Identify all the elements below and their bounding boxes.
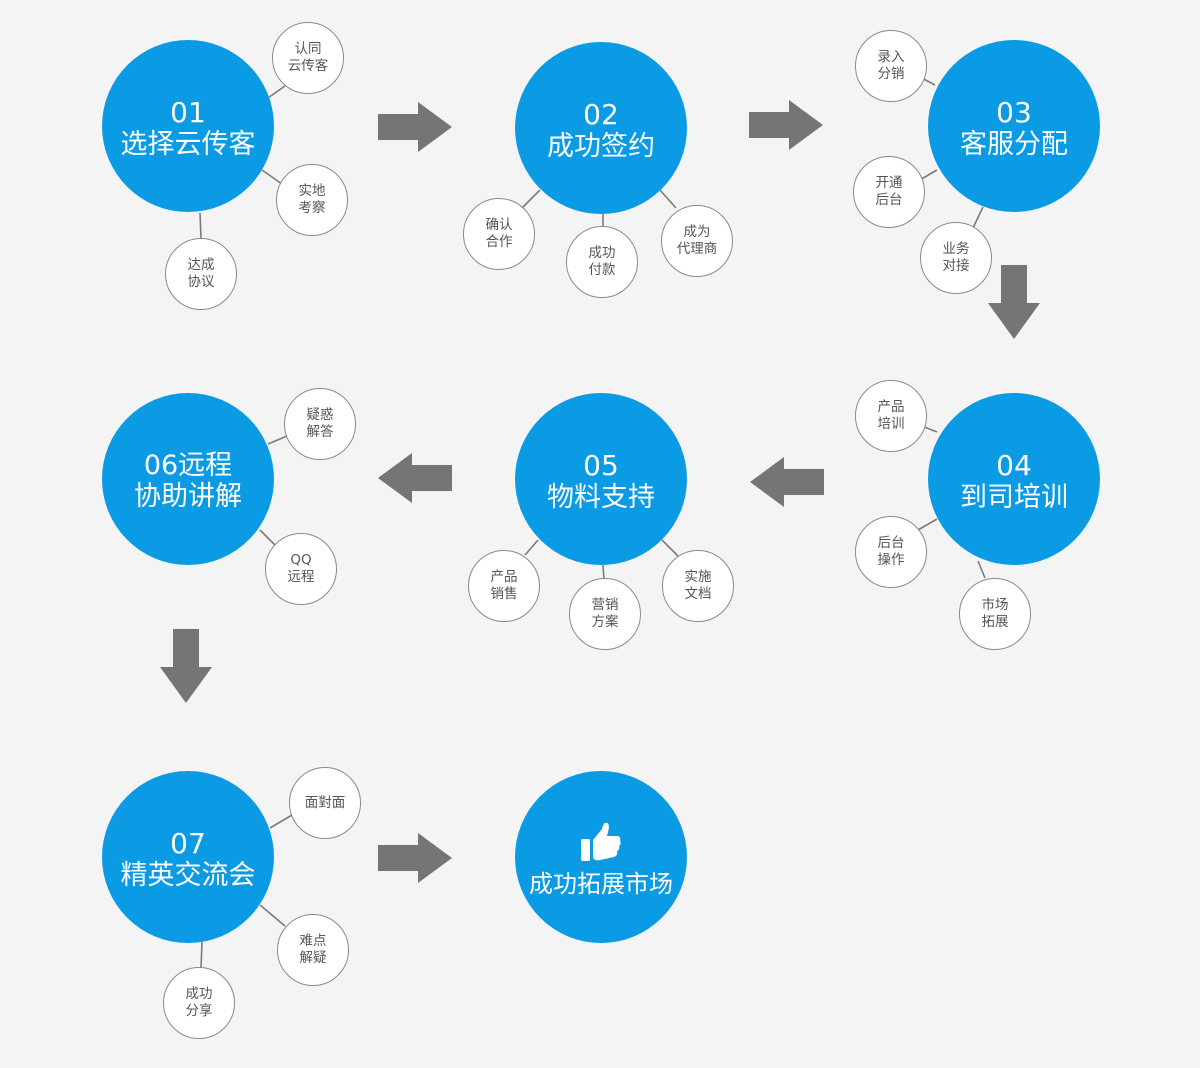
- step-07-sub-3: 成功分享: [163, 967, 235, 1039]
- step-number: 02: [583, 97, 619, 131]
- step-01-circle: 01 选择云传客: [102, 40, 274, 212]
- step-03-circle: 03 客服分配: [928, 40, 1100, 212]
- step-04-circle: 04 到司培训: [928, 393, 1100, 565]
- arrow-left-icon: [378, 453, 452, 503]
- arrow-right-icon: [378, 102, 452, 152]
- step-06-sub-1: 疑惑解答: [284, 388, 356, 460]
- connector: [977, 560, 986, 579]
- connector: [972, 206, 984, 229]
- connector: [267, 435, 288, 445]
- step-title: 成功签约: [547, 130, 655, 162]
- connector: [200, 941, 203, 969]
- connector: [917, 518, 938, 531]
- connector: [659, 189, 677, 209]
- step-07-sub-2: 难点解疑: [277, 914, 349, 986]
- connector: [269, 814, 293, 829]
- step-05-circle: 05 物料支持: [515, 393, 687, 565]
- step-03-sub-2: 开通后台: [853, 156, 925, 228]
- step-title: 客服分配: [960, 128, 1068, 160]
- step-title: 到司培训: [960, 481, 1068, 513]
- step-01-sub-1: 认同云传客: [272, 22, 344, 94]
- step-02-sub-2: 成功付款: [566, 226, 638, 298]
- arrow-right-icon: [378, 833, 452, 883]
- step-02-sub-3: 成为代理商: [661, 205, 733, 277]
- step-number: 04: [996, 448, 1032, 482]
- step-title-line-2: 协助讲解: [134, 481, 242, 512]
- step-number: 07: [170, 826, 206, 860]
- thumbs-up-icon: [581, 822, 621, 861]
- arrow-left-icon: [750, 457, 824, 507]
- step-02-sub-1: 确认合作: [463, 198, 535, 270]
- final-circle: 成功拓展市场: [515, 771, 687, 943]
- connector: [199, 212, 202, 239]
- step-03-sub-3: 业务对接: [920, 222, 992, 294]
- connector: [521, 189, 541, 209]
- connector: [524, 539, 539, 556]
- step-title-line-1: 06远程: [143, 450, 233, 481]
- step-04-sub-2: 后台操作: [855, 516, 927, 588]
- step-02-circle: 02 成功签约: [515, 42, 687, 214]
- step-07-sub-1: 面對面: [289, 767, 361, 839]
- arrow-down-icon: [160, 629, 212, 703]
- connector: [259, 904, 286, 927]
- arrow-right-icon: [749, 100, 823, 150]
- step-05-sub-1: 产品销售: [468, 550, 540, 622]
- step-05-sub-3: 实施文档: [662, 550, 734, 622]
- final-title: 成功拓展市场: [529, 870, 673, 898]
- step-01-sub-3: 达成协议: [165, 238, 237, 310]
- step-title: 精英交流会: [120, 859, 256, 891]
- connector: [261, 169, 283, 185]
- step-05-sub-2: 营销方案: [569, 578, 641, 650]
- arrow-down-icon: [988, 265, 1040, 339]
- step-title: 物料支持: [547, 481, 655, 513]
- step-number: 03: [996, 95, 1032, 129]
- step-number: 01: [170, 95, 206, 129]
- step-title: 选择云传客: [120, 128, 256, 160]
- step-01-sub-2: 实地考察: [276, 164, 348, 236]
- step-03-sub-1: 录入分销: [855, 30, 927, 102]
- step-04-sub-1: 产品培训: [855, 380, 927, 452]
- step-06-circle: 06远程 协助讲解: [102, 393, 274, 565]
- step-07-circle: 07 精英交流会: [102, 771, 274, 943]
- connector: [661, 539, 679, 557]
- step-04-sub-3: 市场拓展: [959, 578, 1031, 650]
- step-number: 05: [583, 448, 619, 482]
